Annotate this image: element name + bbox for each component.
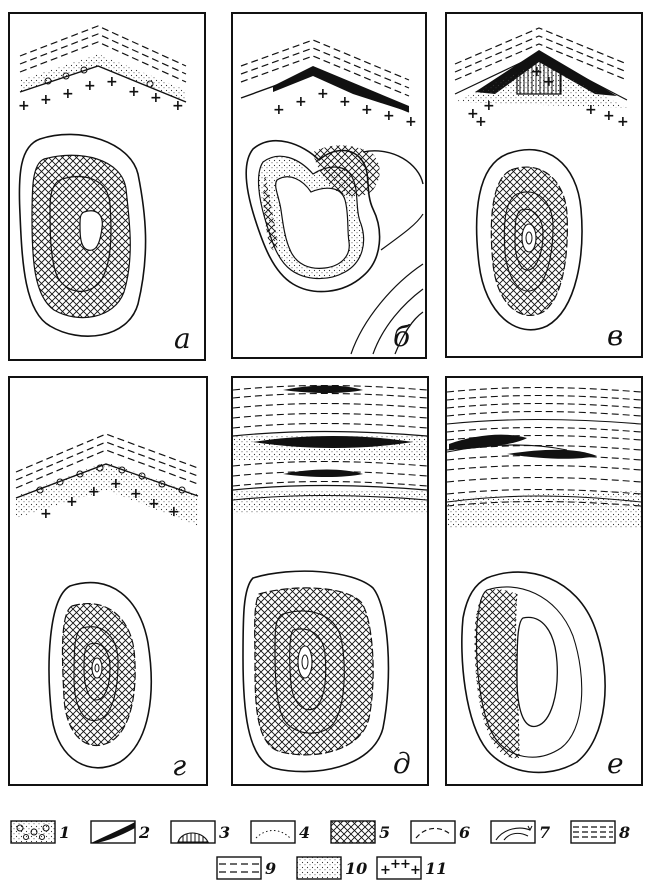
svg-text:+: + xyxy=(40,92,52,108)
legend-swatch-5 xyxy=(330,820,376,844)
svg-text:+: + xyxy=(380,863,391,878)
svg-text:+: + xyxy=(128,84,140,100)
svg-text:+: + xyxy=(148,496,160,512)
legend-swatch-10 xyxy=(296,856,342,880)
svg-text:+: + xyxy=(585,102,597,118)
panel-a: + + + + + + + + а xyxy=(8,12,206,361)
svg-text:+: + xyxy=(483,98,495,114)
panel-b: + + + + + + + б xyxy=(231,12,427,359)
svg-text:+: + xyxy=(150,90,162,106)
panel-g-label: г xyxy=(172,752,186,780)
svg-text:+: + xyxy=(617,114,629,130)
svg-text:+: + xyxy=(361,102,373,118)
panel-a-label: а xyxy=(174,325,191,353)
panel-b-drawing: + + + + + + + xyxy=(233,14,425,357)
legend-num-2: 2 xyxy=(139,825,150,841)
legend-num-10: 10 xyxy=(345,861,367,877)
svg-text:+: + xyxy=(400,857,411,872)
svg-text:+: + xyxy=(383,108,395,124)
svg-text:+: + xyxy=(273,102,285,118)
legend-num-11: 11 xyxy=(425,861,447,877)
legend-num-1: 1 xyxy=(59,825,70,841)
svg-text:+: + xyxy=(168,504,180,520)
panel-e-drawing xyxy=(447,378,641,784)
svg-text:+: + xyxy=(475,114,487,130)
panel-g: + + + + + + + г xyxy=(8,376,208,786)
panel-e-label: е xyxy=(607,750,624,778)
legend-num-3: 3 xyxy=(219,825,230,841)
panel-a-drawing: + + + + + + + + xyxy=(10,14,204,359)
panel-d-drawing xyxy=(233,378,427,784)
svg-text:+: + xyxy=(106,74,118,90)
legend-swatch-2 xyxy=(90,820,136,844)
legend-swatch-4 xyxy=(250,820,296,844)
svg-text:+: + xyxy=(531,64,543,80)
svg-text:+: + xyxy=(88,484,100,500)
svg-text:+: + xyxy=(62,86,74,102)
svg-text:+: + xyxy=(172,98,184,114)
panel-v-label: в xyxy=(607,322,623,350)
svg-text:+: + xyxy=(317,86,329,102)
svg-text:+: + xyxy=(405,114,417,130)
svg-text:+: + xyxy=(40,506,52,522)
panel-v: +++ +++ ++ в xyxy=(445,12,643,358)
svg-text:+: + xyxy=(66,494,78,510)
legend-num-9: 9 xyxy=(265,861,276,877)
legend-num-8: 8 xyxy=(619,825,630,841)
legend-swatch-11: ++++ xyxy=(376,856,422,880)
panel-e: е xyxy=(445,376,643,786)
legend-swatch-7 xyxy=(490,820,536,844)
svg-text:+: + xyxy=(130,486,142,502)
svg-text:+: + xyxy=(18,98,30,114)
legend-num-4: 4 xyxy=(299,825,310,841)
panel-v-drawing: +++ +++ ++ xyxy=(447,14,641,356)
panel-b-label: б xyxy=(393,323,410,351)
legend-num-5: 5 xyxy=(379,825,390,841)
legend-swatch-9 xyxy=(216,856,262,880)
svg-text:+: + xyxy=(295,94,307,110)
legend-swatch-8 xyxy=(570,820,616,844)
svg-text:+: + xyxy=(84,78,96,94)
legend-num-7: 7 xyxy=(539,825,550,841)
legend-num-6: 6 xyxy=(459,825,470,841)
svg-text:+: + xyxy=(110,476,122,492)
legend-swatch-3 xyxy=(170,820,216,844)
svg-text:+: + xyxy=(603,108,615,124)
svg-text:+: + xyxy=(410,863,421,878)
panel-d: д xyxy=(231,376,429,786)
panel-d-label: д xyxy=(393,750,411,778)
svg-text:+: + xyxy=(339,94,351,110)
legend-swatch-1 xyxy=(10,820,56,844)
panel-g-drawing: + + + + + + + xyxy=(10,378,206,784)
svg-text:+: + xyxy=(390,857,401,872)
svg-text:+: + xyxy=(543,74,555,90)
legend-swatch-6 xyxy=(410,820,456,844)
